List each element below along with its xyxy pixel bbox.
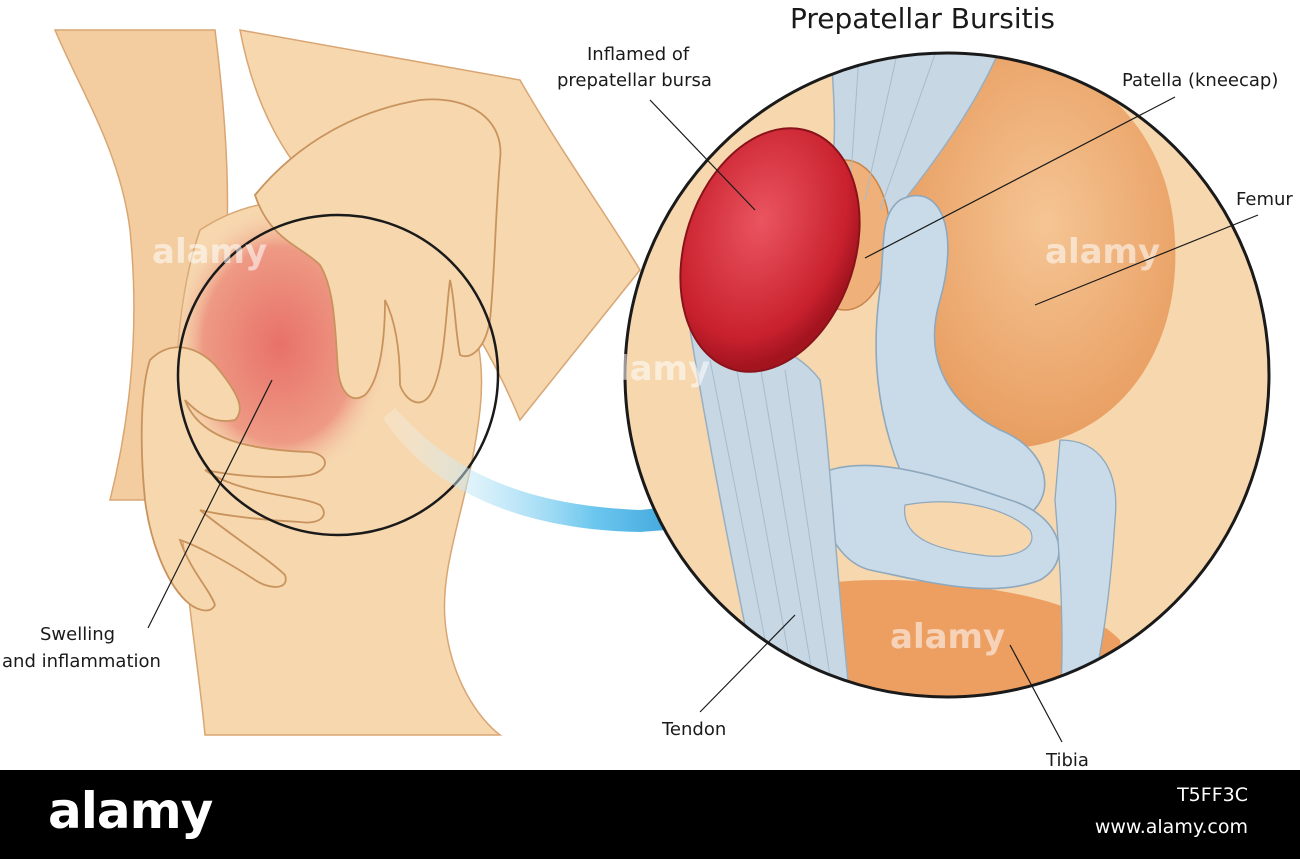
leg-with-hands: [53, 29, 641, 736]
annotations: Prepatellar Bursitis Inflamed of prepate…: [2, 2, 1293, 771]
watermark-text: alamy: [1045, 232, 1160, 272]
label-swelling-line1: Swelling: [40, 624, 115, 645]
label-swelling-line2: and inflammation: [2, 651, 161, 672]
footer-brand-logo: alamy: [48, 782, 213, 840]
label-patella: Patella (kneecap): [1122, 70, 1278, 91]
label-femur: Femur: [1236, 189, 1293, 210]
label-bursa-line1: Inflamed of: [587, 44, 690, 65]
footer-image-id: T5FF3C: [1177, 784, 1248, 806]
watermark-text: alamy: [890, 617, 1005, 657]
zoom-arrow: [383, 408, 735, 545]
zoomed-knee: alamy alamy: [623, 51, 1271, 699]
watermark-text: alamy: [595, 349, 710, 389]
label-bursa-line2: prepatellar bursa: [557, 70, 712, 91]
diagram-title: Prepatellar Bursitis: [790, 2, 1055, 35]
label-tibia: Tibia: [1045, 750, 1089, 771]
focus-circle: [176, 213, 500, 537]
label-tendon: Tendon: [661, 719, 726, 740]
footer-site: www.alamy.com: [1094, 816, 1248, 838]
watermark-text: alamy: [152, 232, 267, 272]
watermark-footer: alamy T5FF3C www.alamy.com: [0, 770, 1300, 859]
zoom-circle: [623, 51, 1271, 699]
